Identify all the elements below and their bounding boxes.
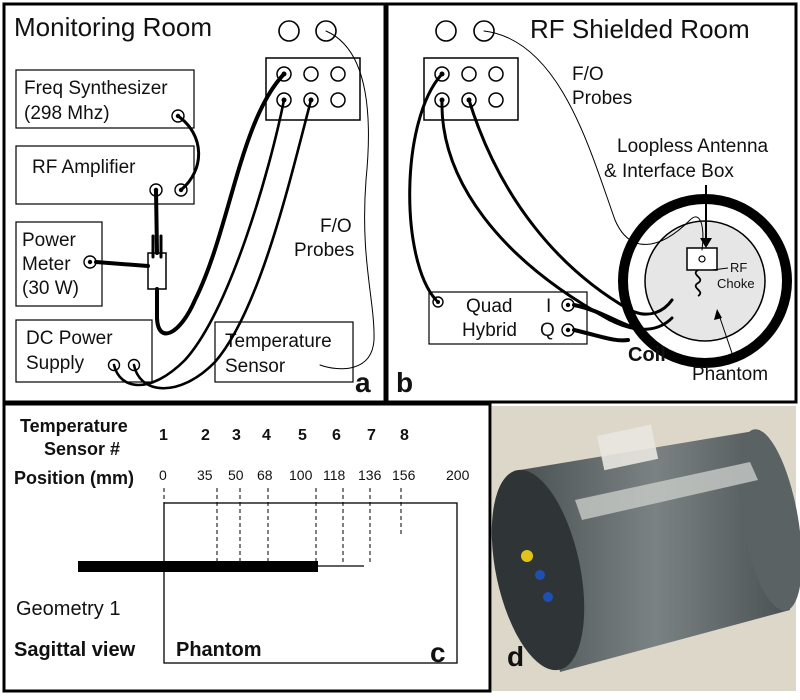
sensor-position-lines (163, 488, 402, 565)
pos-136: 136 (358, 467, 382, 483)
temp-sensor-row-line1: Temperature (20, 416, 128, 436)
sagittal-view-label: Sagittal view (14, 639, 136, 661)
sensor-num-8: 8 (400, 427, 409, 444)
fo-probes-b-line1: F/O (572, 64, 604, 85)
antenna-line2: & Interface Box (604, 161, 734, 182)
sensor-numbers: 1 2 3 4 5 6 7 8 (159, 427, 409, 444)
pos-100: 100 (289, 467, 313, 483)
pos-50: 50 (228, 467, 244, 483)
temp-sensor-line1: Temperature (225, 331, 332, 352)
pos-200: 200 (446, 467, 470, 483)
panel-d-letter: d (507, 641, 524, 672)
sensor-num-3: 3 (232, 427, 241, 444)
phantom-c-label: Phantom (176, 639, 262, 661)
fo-probes-a-line1: F/O (320, 216, 352, 237)
pos-118: 118 (323, 467, 346, 483)
pos-35: 35 (197, 467, 213, 483)
sensor-strip (575, 462, 758, 520)
connector-blue-2 (543, 592, 553, 602)
temp-sensor-row-line2: Sensor # (44, 439, 120, 459)
freq-synth-line2: (298 Mhz) (24, 103, 110, 124)
tape-patch (597, 424, 659, 471)
dc-power-supply-box (15, 319, 153, 383)
sensor-num-2: 2 (201, 427, 210, 444)
probe-hole-2 (315, 20, 337, 42)
port-q-label: Q (540, 320, 555, 341)
position-row-label: Position (mm) (14, 468, 134, 488)
cables-b (408, 30, 704, 343)
dc-power-line2: Supply (26, 353, 85, 374)
coil-label: Coil (628, 344, 666, 366)
quad-hybrid-box (428, 291, 588, 345)
sensor-num-7: 7 (367, 427, 376, 444)
cables-a (94, 30, 375, 390)
freq-synth-line1: Freq Synthesizer (24, 78, 168, 99)
power-meter-line3: (30 W) (22, 278, 79, 299)
phantom-cylinder-body (520, 430, 790, 672)
probe-hole-1 (278, 20, 300, 42)
rf-choke-line2: Choke (717, 276, 755, 291)
pos-68: 68 (257, 467, 273, 483)
monitoring-room-title: Monitoring Room (14, 12, 212, 42)
panel-c-border (2, 402, 492, 693)
antenna-shaft (78, 561, 318, 572)
freq-synthesizer-box (15, 69, 195, 129)
panel-d: d (491, 406, 800, 691)
temp-sensor-line2: Sensor (225, 356, 286, 377)
rf-choke-coil (694, 269, 702, 297)
sensor-num-6: 6 (332, 427, 341, 444)
fo-probes-a-line2: Probes (294, 240, 354, 261)
port-i-label: I (546, 296, 551, 317)
panel-b-border (385, 2, 798, 404)
panel-a: Monitoring Room Freq Synthesizer (298 Mh… (2, 2, 387, 404)
power-meter-line1: Power (22, 230, 77, 251)
coupler (147, 252, 167, 290)
rf-shielded-room-title: RF Shielded Room (530, 14, 750, 44)
quad-hybrid-line2: Hybrid (462, 320, 517, 341)
panel-c: Temperature Sensor # Position (mm) 1 2 3… (2, 402, 492, 693)
panel-b-letter: b (396, 367, 413, 398)
sensor-num-1: 1 (159, 427, 168, 444)
quad-hybrid-line1: Quad (466, 296, 512, 317)
rf-amplifier-label: RF Amplifier (32, 157, 136, 178)
fo-probes-b-line2: Probes (572, 88, 632, 109)
dc-power-line1: DC Power (26, 328, 113, 349)
probe-hole-4 (473, 20, 495, 42)
pos-0: 0 (159, 467, 167, 483)
position-values: 0 35 50 68 100 118 136 156 200 (159, 467, 470, 483)
power-meter-line2: Meter (22, 254, 71, 275)
temperature-sensor-box (214, 321, 354, 383)
pos-156: 156 (392, 467, 416, 483)
phantom-cylinder-lid (491, 469, 585, 671)
panel-b: RF Shielded Room F/O Probes Loopless Ant… (385, 2, 798, 404)
interface-box (686, 247, 718, 271)
phantom-outline (163, 502, 458, 664)
panel-c-letter: c (430, 637, 446, 668)
sensor-num-4: 4 (262, 427, 271, 444)
rf-choke-line1: RF (730, 260, 747, 275)
panel-a-letter: a (355, 367, 371, 398)
valve-yellow (521, 550, 533, 562)
connector-blue-1 (535, 570, 545, 580)
probe-hole-3 (435, 20, 457, 42)
panel-a-border (2, 2, 387, 404)
antenna-line1: Loopless Antenna (617, 136, 769, 157)
geometry-label: Geometry 1 (16, 598, 120, 620)
phantom-label: Phantom (692, 364, 768, 385)
sensor-num-5: 5 (298, 427, 307, 444)
